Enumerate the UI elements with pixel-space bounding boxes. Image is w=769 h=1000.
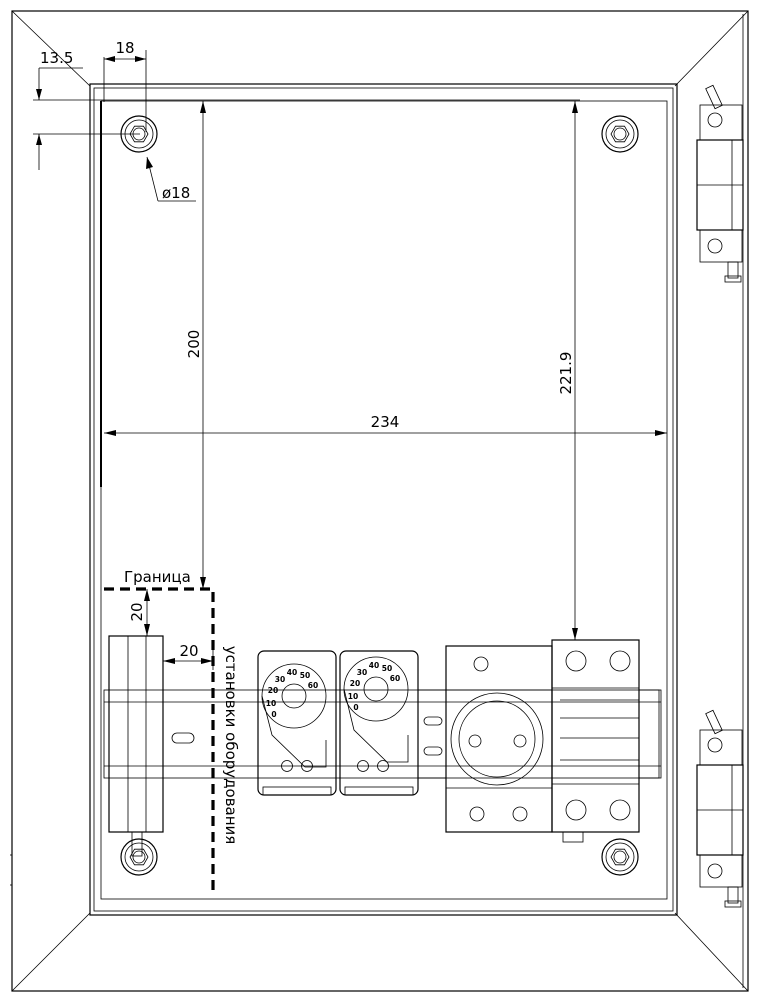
- dimension-13-5: 13.5: [33, 49, 580, 170]
- dimension-221-9: 221.9: [557, 101, 578, 640]
- thermostat-1: [257, 650, 337, 796]
- equipment-boundary-line: [104, 587, 215, 895]
- scale-label: 0: [271, 710, 276, 719]
- thermostat-1-scale: 0 10 20 30 40 50 60: [266, 668, 318, 719]
- mounting-nut-bottom-left: [120, 838, 158, 876]
- hinge-top: [696, 84, 744, 283]
- terminal-block: [551, 639, 660, 843]
- dimension-label-234: 234: [371, 413, 400, 431]
- scale-label: 30: [275, 675, 285, 684]
- enclosure-frame: [10, 10, 749, 992]
- din-rail: [103, 689, 662, 779]
- scale-label: 60: [308, 681, 318, 690]
- boundary-label: Граница: [124, 568, 191, 586]
- dimension-label-20-horizontal: 20: [179, 642, 198, 660]
- scale-label: 50: [382, 664, 392, 673]
- scale-label: 50: [300, 671, 310, 680]
- dimension-label-18: 18: [115, 39, 134, 57]
- dimension-label-200: 200: [185, 330, 203, 359]
- mounting-nut-top-right: [601, 115, 639, 153]
- scale-label: 10: [266, 699, 276, 708]
- mounting-nut-bottom-right: [601, 838, 639, 876]
- dimension-20-vertical: 20: [128, 589, 160, 637]
- scale-label: 10: [348, 692, 358, 701]
- thermostat-2-scale: 0 10 20 30 40 50 60: [348, 661, 400, 712]
- equipment-zone-label: установки оборудования: [222, 646, 240, 845]
- hinge-bottom: [696, 709, 744, 908]
- dimension-200: 200: [185, 101, 206, 589]
- dimension-label-13-5: 13.5: [40, 49, 73, 67]
- dimension-18: 18: [103, 39, 147, 132]
- scale-label: 30: [357, 668, 367, 677]
- din-socket: [445, 645, 553, 833]
- rail-spacer: [417, 689, 447, 779]
- dimension-label-phi18: ø18: [162, 184, 190, 202]
- scale-label: 0: [353, 703, 358, 712]
- heater: [108, 635, 164, 857]
- scale-label: 20: [268, 686, 278, 695]
- dimension-label-20-vertical: 20: [128, 602, 146, 621]
- thermostat-2: [339, 650, 419, 796]
- scale-label: 60: [390, 674, 400, 683]
- dimension-label-221-9: 221.9: [557, 352, 575, 395]
- dimension-20-horizontal: 20: [163, 640, 214, 670]
- scale-label: 20: [350, 679, 360, 688]
- scale-label: 40: [287, 668, 297, 677]
- dimension-diameter-18: ø18: [146, 156, 196, 202]
- dimension-234: 234: [104, 413, 667, 436]
- scale-label: 40: [369, 661, 379, 670]
